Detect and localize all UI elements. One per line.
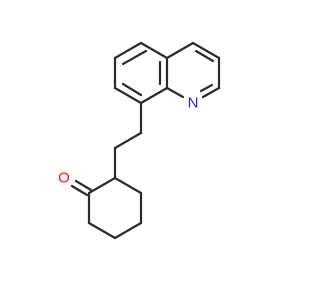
bond xyxy=(74,179,93,192)
bond xyxy=(113,176,143,195)
nitrogen-label: N xyxy=(188,95,199,112)
bond xyxy=(70,184,89,197)
bond xyxy=(113,131,143,150)
atom-background xyxy=(54,168,74,188)
bond xyxy=(165,86,185,99)
bond xyxy=(191,41,221,60)
bond xyxy=(121,82,143,97)
bond xyxy=(113,86,143,105)
bond xyxy=(113,221,143,240)
bond xyxy=(201,86,221,99)
bond xyxy=(194,49,215,63)
bond xyxy=(121,49,148,66)
quinoline-ring xyxy=(113,41,221,105)
oxygen-atom: O xyxy=(54,168,74,188)
bond xyxy=(139,86,169,105)
bond xyxy=(139,41,169,60)
molecule-canvas: N O xyxy=(54,41,221,240)
atom-background xyxy=(183,93,203,113)
ethyl-linker xyxy=(113,101,143,180)
molecule-structure: N O xyxy=(54,41,221,240)
bond xyxy=(87,176,117,195)
bond xyxy=(87,221,117,240)
bond xyxy=(165,41,195,60)
oxygen-label: O xyxy=(58,170,70,187)
bond xyxy=(113,41,143,60)
nitrogen-atom: N xyxy=(183,93,203,113)
bond xyxy=(199,83,214,93)
cyclohexanone-ring xyxy=(70,176,143,240)
